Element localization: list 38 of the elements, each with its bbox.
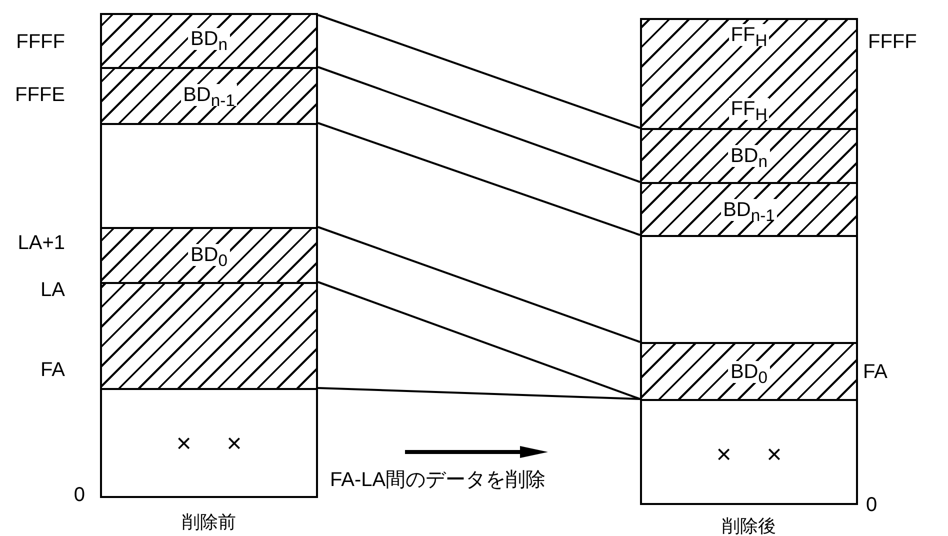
address-label: 0 xyxy=(74,484,85,506)
hatched-block xyxy=(642,128,856,182)
block-label: FF$_{H}$ xyxy=(728,98,770,120)
block-label: BD$_{n-1}$ xyxy=(721,199,777,221)
node-label: 削除後 xyxy=(722,516,776,536)
hatched-block xyxy=(642,342,856,399)
block-label: BD$_{n}$ xyxy=(728,145,770,167)
hatched-block xyxy=(102,282,316,388)
connector-line xyxy=(318,122,640,236)
node-label: 削除前 xyxy=(182,512,236,532)
connector-line xyxy=(318,226,640,343)
block-label: BD$_{n-1}$ xyxy=(181,84,237,106)
block-label: × × xyxy=(715,439,783,469)
connector-line xyxy=(318,14,640,129)
memory-column xyxy=(100,13,318,498)
connector-line xyxy=(318,281,640,400)
hatched-block xyxy=(642,20,856,128)
block-label: BD$_{n}$ xyxy=(188,28,230,50)
block-label: BD$_{0}$ xyxy=(188,244,230,266)
address-label: LA xyxy=(40,279,65,301)
address-label: FFFF xyxy=(868,31,917,53)
address-label: LA+1 xyxy=(18,232,65,254)
note: FA-LA間のデータを削除 xyxy=(330,469,546,491)
address-label: FFFF xyxy=(16,31,65,53)
hatched-block xyxy=(102,67,316,123)
block-label: BD$_{0}$ xyxy=(728,361,770,383)
connector-line xyxy=(318,66,640,183)
block-label: FF$_{H}$ xyxy=(728,24,770,46)
block-label: × × xyxy=(175,428,243,458)
hatched-block xyxy=(102,227,316,282)
address-label: FFFE xyxy=(15,84,65,106)
address-label: 0 xyxy=(866,494,878,516)
address-label: FA xyxy=(863,361,888,383)
address-label: FA xyxy=(40,359,65,381)
connector-line xyxy=(318,387,640,400)
hatched-block xyxy=(102,15,316,67)
memory-column xyxy=(640,18,858,505)
hatched-block xyxy=(642,182,856,235)
